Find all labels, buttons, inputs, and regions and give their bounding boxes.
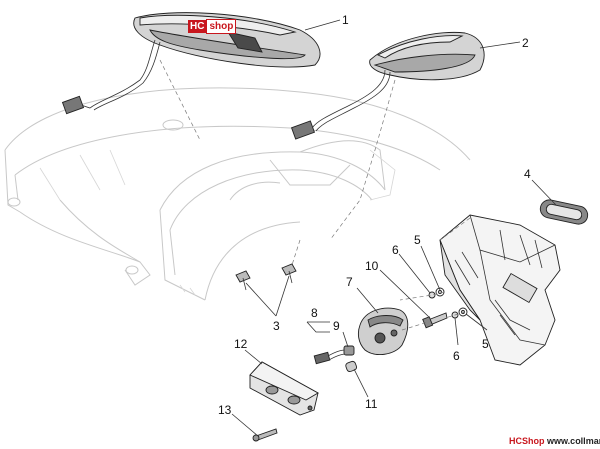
part-3-screws [235, 263, 297, 291]
footer-site: www.collmann.eu [547, 436, 600, 446]
assembly-lines [159, 59, 471, 331]
part-1-left-taillight [61, 12, 321, 115]
callout-13: 13 [218, 403, 232, 417]
part-13-screw [252, 428, 278, 442]
callout-11: 11 [365, 397, 378, 411]
callout-6a: 6 [392, 243, 399, 257]
logo-hc: HC [188, 20, 207, 33]
part-4-reflector [539, 199, 589, 225]
callout-2: 2 [522, 36, 529, 50]
callout-6b: 6 [453, 349, 460, 363]
callout-4: 4 [524, 167, 531, 181]
callout-9: 9 [333, 319, 340, 333]
part-7-lamp-housing [357, 307, 409, 356]
part-9-wire [313, 345, 355, 365]
callout-5b: 5 [482, 337, 489, 351]
rear-fender-ghost [4, 87, 471, 301]
part-10-bolt [422, 312, 448, 329]
logo-shop: shop [206, 19, 237, 34]
part-11-bulb [345, 360, 358, 373]
callout-labels: 1 2 3 4 5 5 6 6 7 8 9 10 11 12 13 [218, 13, 531, 417]
footer-brand: HCShop [509, 436, 545, 446]
callout-8: 8 [311, 306, 318, 320]
callout-5a: 5 [414, 233, 421, 247]
callout-1: 1 [342, 13, 349, 27]
callout-7: 7 [346, 275, 353, 289]
license-plate-holder [439, 214, 561, 366]
part-12-bracket [249, 361, 319, 416]
part-2-right-taillight [290, 32, 485, 140]
callout-10: 10 [365, 259, 379, 273]
leader-lines [231, 19, 557, 437]
footer-credit: HCShop www.collmann.eu [509, 436, 600, 446]
callout-3: 3 [273, 319, 280, 333]
callout-12: 12 [234, 337, 248, 351]
